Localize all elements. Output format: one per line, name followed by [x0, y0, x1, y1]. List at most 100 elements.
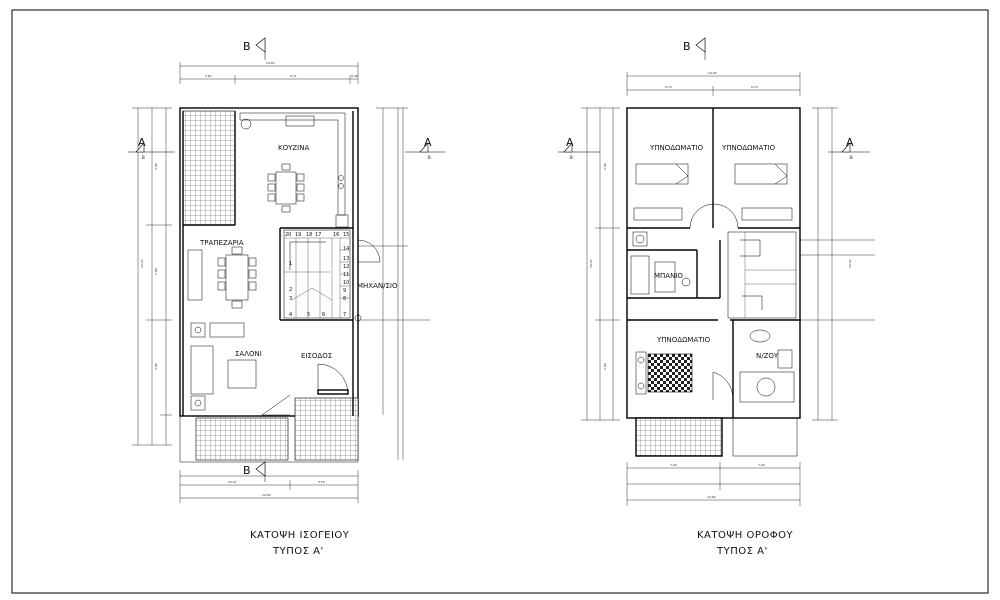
- gf-section-mark-b-bottom: B: [243, 461, 266, 482]
- gf-bottom-part-2: 3.53: [318, 480, 325, 484]
- room-label-bedroom-2: ΥΠΝΟΔΩΜΑΤΙΟ: [721, 144, 776, 152]
- sofa-top: [209, 322, 245, 338]
- svg-text:A: A: [424, 136, 432, 149]
- gf-title-line-2: ΤΥΠΟΣ Α': [272, 546, 324, 557]
- bed-2: [734, 163, 788, 185]
- uf-top-total: 14.00: [708, 71, 717, 75]
- gf-staircase: 1 2 3 4 5 6 7 8 9 10 11 12 13 14 15 16 1…: [283, 229, 351, 319]
- svg-text:B: B: [428, 155, 431, 160]
- gf-top-part-1: 3.61: [205, 74, 212, 78]
- side-table-1: [190, 322, 206, 338]
- gf-top-dimensions: 14.00 3.61 9.71 0.40: [179, 61, 359, 84]
- svg-text:13: 13: [343, 256, 349, 262]
- svg-text:5: 5: [307, 312, 310, 318]
- svg-text:16: 16: [333, 232, 339, 238]
- svg-text:B: B: [683, 40, 691, 53]
- uf-staircase: [727, 231, 797, 319]
- bedroom-door-swing-2: [713, 203, 739, 229]
- uf-bottom-total: 14.00: [707, 495, 716, 499]
- uf-right-dimensions: 16.45: [800, 107, 875, 421]
- room-label-bath: ΜΠΑΝΙΟ: [654, 272, 683, 280]
- terrace-door-swing: [261, 394, 291, 416]
- side-table-2: [190, 395, 206, 411]
- sofa-side: [190, 345, 214, 395]
- gf-bottom-total: 14.00: [262, 493, 271, 497]
- svg-text:2: 2: [289, 287, 292, 293]
- svg-text:1: 1: [289, 261, 292, 267]
- svg-text:15: 15: [343, 232, 349, 238]
- svg-text:B: B: [850, 155, 853, 160]
- gf-top-part-2: 9.71: [290, 74, 297, 78]
- gf-terrace-top: [182, 110, 236, 226]
- svg-text:3: 3: [289, 296, 292, 302]
- gf-terrace-bottom-right: [294, 397, 359, 461]
- svg-text:11: 11: [343, 272, 349, 278]
- uf-balcony-right: [732, 417, 798, 457]
- svg-text:8: 8: [343, 296, 346, 302]
- uf-title-line-2: ΤΥΠΟΣ Α': [716, 546, 768, 557]
- uf-top-part-2: 6.73: [751, 85, 758, 89]
- master-bed: [635, 351, 693, 395]
- bedroom-door-swing-1: [689, 203, 715, 229]
- fridge: [335, 214, 349, 228]
- svg-text:16.45: 16.45: [848, 259, 852, 268]
- svg-text:18: 18: [306, 232, 312, 238]
- svg-text:A: A: [566, 136, 574, 149]
- svg-text:A: A: [846, 136, 854, 149]
- gf-bottom-part-1: 10.47: [228, 480, 237, 484]
- svg-text:B: B: [243, 464, 251, 477]
- room-label-entrance: ΕΙΣΟΔΟΣ: [301, 352, 332, 360]
- wardrobe-1: [633, 207, 683, 221]
- uf-section-mark-a-right: A B: [828, 136, 870, 160]
- uf-top-dimensions: 14.00 6.73 6.73: [626, 71, 801, 96]
- entrance-door-swing: [317, 363, 349, 395]
- dining-table: [217, 246, 257, 309]
- gf-left-dimensions: 16.45 3.90 3.80 3.80: [132, 107, 172, 446]
- mech-door-swing: [357, 239, 381, 263]
- svg-text:4: 4: [289, 312, 292, 318]
- gf-title-line-1: ΚΑΤΟΨΗ ΙΣΟΓΕΙΟΥ: [250, 530, 350, 541]
- kitchen-table: [267, 163, 305, 213]
- uf-left-part-2: 3.90: [603, 163, 607, 170]
- room-label-dining: ΤΡΑΠΕΖΑΡΙΑ: [199, 239, 244, 247]
- ground-floor-plan: 14.00 3.61 9.71 0.40 16.45 3.90 3.80 3.8…: [128, 37, 445, 557]
- uf-left-part-5: 3.80: [603, 363, 607, 370]
- svg-text:14: 14: [343, 246, 349, 252]
- gf-section-mark-b-top: B: [243, 37, 266, 60]
- svg-text:9: 9: [343, 288, 346, 294]
- uf-left-total: 16.45: [589, 259, 593, 268]
- gf-top-total: 14.00: [266, 61, 275, 65]
- gf-bottom-dimensions: 10.47 3.53 14.00: [179, 470, 359, 503]
- gf-top-part-3: 0.40: [351, 74, 358, 78]
- uf-left-dimensions: 16.45 3.90 3.80: [581, 107, 620, 421]
- gf-section-mark-a-right: A B: [405, 136, 445, 160]
- sheet-border: [11, 9, 989, 594]
- svg-text:7: 7: [343, 312, 346, 318]
- svg-text:19: 19: [295, 232, 301, 238]
- kitchen-sink: [285, 115, 315, 127]
- master-door-swing: [712, 371, 734, 400]
- svg-text:B: B: [243, 40, 251, 53]
- gf-left-part-4: 3.80: [154, 268, 158, 275]
- uf-top-part-1: 6.73: [665, 85, 672, 89]
- gf-terrace-bottom-left: [195, 417, 289, 461]
- bed-1: [635, 163, 689, 185]
- room-label-bedroom-3: ΥΠΝΟΔΩΜΑΤΙΟ: [656, 336, 711, 344]
- uf-section-mark-b-top: B: [683, 37, 706, 60]
- gf-right-dimensions: [358, 107, 430, 460]
- svg-text:17: 17: [315, 232, 321, 238]
- svg-text:A: A: [138, 136, 146, 149]
- room-label-bedroom-1: ΥΠΝΟΔΩΜΑΤΙΟ: [649, 144, 704, 152]
- bathroom-fixtures: [630, 231, 691, 295]
- dining-sideboard: [187, 249, 203, 301]
- uf-bottom-part-2: 7.00: [758, 463, 765, 467]
- wc-fixtures: [739, 329, 795, 403]
- room-label-living: ΣΑΛΟΝΙ: [235, 350, 262, 358]
- gf-left-part-2: 3.90: [154, 163, 158, 170]
- svg-text:B: B: [142, 155, 145, 160]
- wardrobe-2: [741, 207, 793, 221]
- gf-left-part-5: 3.80: [154, 363, 158, 370]
- room-label-mech: ΜΗΧΑΝ/ΣΙΟ: [357, 282, 398, 290]
- uf-balcony-left: [635, 417, 723, 457]
- coffee-table: [227, 359, 257, 389]
